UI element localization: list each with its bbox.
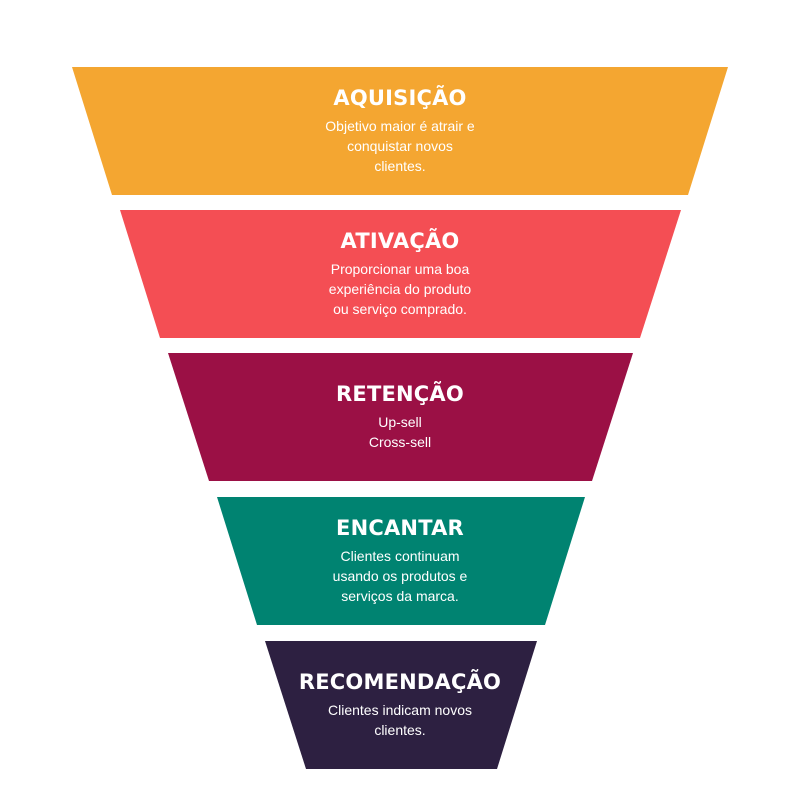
stage-description-line: clientes. [374,721,426,738]
stage-description-line: Proporcionar uma boa [330,260,470,277]
stage-description-line: Clientes continuam [340,547,460,564]
stage-description: Clientes indicam novos clientes. [328,700,472,740]
stage-description: Up-sell Cross-sell [369,412,431,452]
stage-title: RECOMENDAÇÃO [298,670,502,695]
stage-description-line: usando os produtos e [332,567,468,584]
stage-title: RETENÇÃO [336,382,464,407]
stage-description: Clientes continuam usando os produtos e … [333,546,468,606]
funnel-stage-recomendacao: RECOMENDAÇÃO Clientes indicam novos clie… [265,641,537,769]
stage-description: Objetivo maior é atrair e conquistar nov… [325,116,474,176]
funnel-stage-ativacao: ATIVAÇÃO Proporcionar uma boa experiênci… [120,210,681,338]
stage-description-line: experiência do produto [328,280,472,297]
funnel-stage-retencao: RETENÇÃO Up-sell Cross-sell [168,353,633,481]
funnel-stage-encantar: ENCANTAR Clientes continuam usando os pr… [217,497,585,625]
funnel-stage-aquisicao: AQUISIÇÃO Objetivo maior é atrair e conq… [72,67,728,195]
stage-title: ENCANTAR [336,516,464,541]
stage-description-line: clientes. [374,157,426,174]
stage-title: AQUISIÇÃO [333,86,467,111]
stage-title: ATIVAÇÃO [340,229,460,254]
stage-description-line: ou serviço comprado. [333,300,467,317]
stage-description: Proporcionar uma boa experiência do prod… [329,259,471,319]
stage-description-line: serviços da marca. [341,587,459,604]
stage-description-line: Cross-sell [368,433,432,450]
stage-description-line: Up-sell [378,413,422,430]
stage-description-line: Objetivo maior é atrair e [325,117,475,134]
stage-description-line: conquistar novos [347,137,453,154]
stage-description-line: Clientes indicam novos [328,701,472,718]
